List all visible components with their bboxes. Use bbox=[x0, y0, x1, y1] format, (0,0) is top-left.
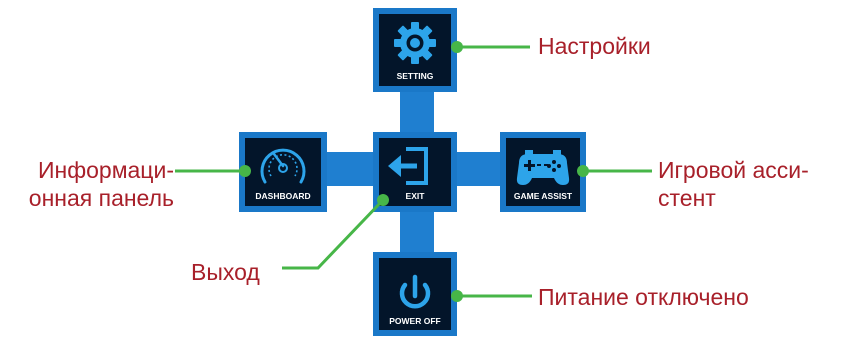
leader-lines bbox=[175, 45, 652, 298]
game-assist-tile[interactable]: GAME ASSIST bbox=[500, 132, 586, 212]
callout-dashboard-line1: Информаци- bbox=[37, 157, 174, 183]
exit-arrow-icon bbox=[388, 147, 428, 185]
callout-dashboard-line2: онная панель bbox=[28, 185, 174, 211]
game-assist-tile-label: GAME ASSIST bbox=[514, 191, 573, 201]
dashboard-tile[interactable]: DASHBOARD bbox=[239, 132, 327, 212]
dashboard-tile-label: DASHBOARD bbox=[255, 191, 310, 201]
callout-exit-text: Выход bbox=[191, 259, 260, 285]
leader-dots bbox=[239, 41, 589, 302]
callout-game-assist-line1: Игровой асси- bbox=[658, 157, 809, 183]
gamepad-icon bbox=[516, 150, 570, 185]
power-off-tile[interactable]: POWER OFF bbox=[373, 252, 457, 336]
callout-game-assist: Игровой асси- стент bbox=[658, 156, 809, 212]
callout-power-off: Питание отключено bbox=[538, 283, 749, 311]
setting-tile-label: SETTING bbox=[397, 71, 434, 81]
callout-setting: Настройки bbox=[538, 32, 651, 60]
callout-setting-text: Настройки bbox=[538, 33, 651, 59]
callout-dashboard: Информаци- онная панель bbox=[29, 156, 174, 212]
callout-power-off-text: Питание отключено bbox=[538, 284, 749, 310]
callout-game-assist-line2: стент bbox=[658, 185, 716, 211]
callout-exit: Выход bbox=[191, 258, 260, 286]
gear-icon bbox=[394, 22, 436, 64]
setting-tile[interactable]: SETTING bbox=[373, 8, 457, 92]
exit-tile-label: EXIT bbox=[406, 191, 426, 201]
power-off-tile-label: POWER OFF bbox=[389, 316, 440, 326]
speedometer-icon bbox=[260, 148, 306, 184]
power-icon bbox=[399, 274, 431, 309]
